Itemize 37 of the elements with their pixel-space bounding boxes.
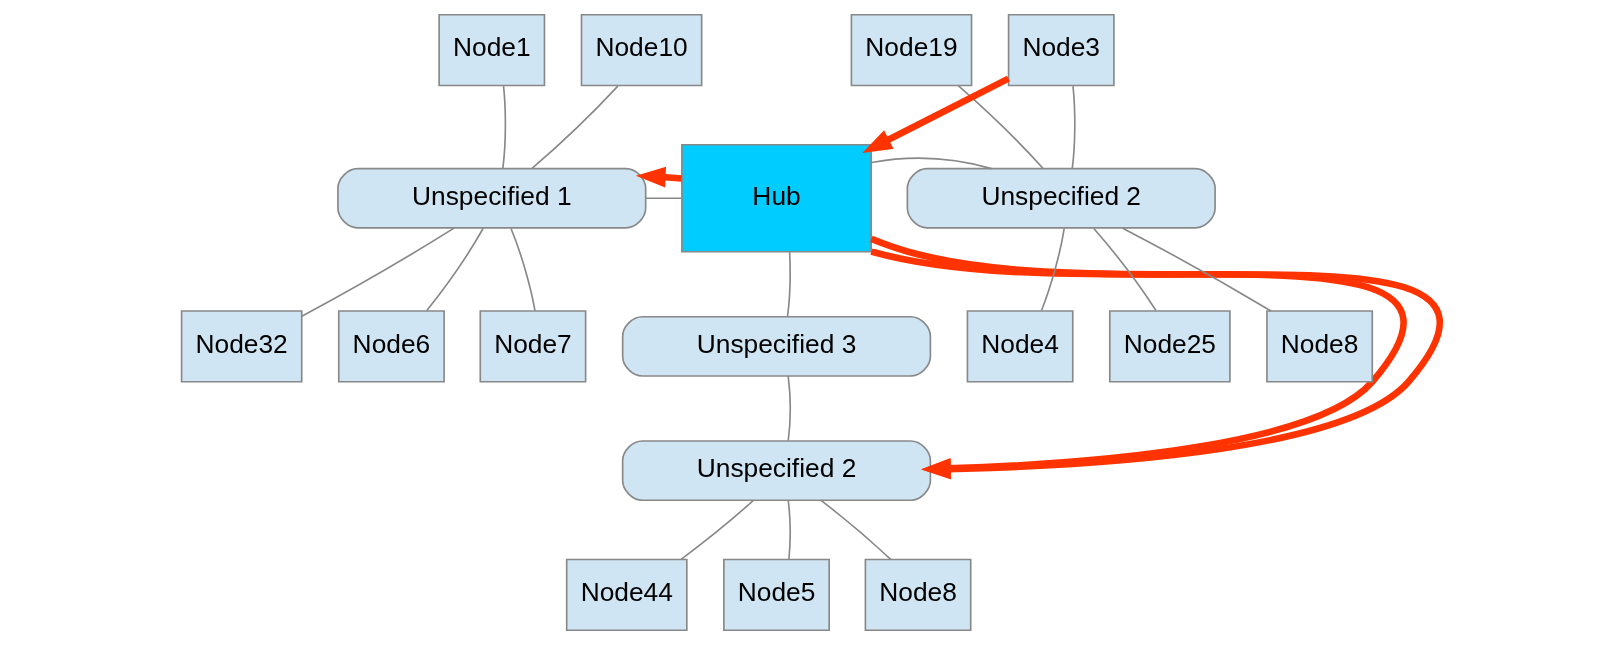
arrow <box>635 166 682 188</box>
node-box: Hub <box>680 143 872 253</box>
connector <box>644 197 682 200</box>
connector <box>786 375 791 442</box>
node-box: Node8 <box>864 558 972 632</box>
connector <box>1092 227 1157 312</box>
connector <box>509 227 536 312</box>
connector <box>300 227 455 318</box>
node-box: Node8 <box>1265 310 1373 383</box>
node-box: Node1 <box>437 13 545 87</box>
connector <box>819 499 891 561</box>
node-box: Unspecified 3 <box>621 315 931 377</box>
arrow <box>861 75 1010 153</box>
connector <box>870 157 992 170</box>
connector <box>425 227 484 312</box>
node-box: Node3 <box>1007 13 1115 87</box>
node-box: Unspecified 2 <box>906 167 1216 229</box>
node-box: Unspecified 2 <box>621 440 931 502</box>
connector <box>501 85 506 170</box>
node-box: Node25 <box>1108 310 1231 383</box>
node-box: Node4 <box>966 310 1074 383</box>
node-box: Unspecified 1 <box>336 167 646 229</box>
node-box: Node6 <box>337 310 445 383</box>
connector <box>956 84 1044 170</box>
node-box: Node7 <box>478 310 586 383</box>
node-box: Node32 <box>180 310 303 383</box>
node-box: Node19 <box>850 13 972 87</box>
connector <box>530 85 619 170</box>
node-box: Node5 <box>722 558 830 632</box>
connector <box>1121 227 1272 312</box>
node-box: Node44 <box>565 558 688 632</box>
connector <box>1040 227 1065 312</box>
connector <box>786 251 791 318</box>
connector <box>786 499 791 561</box>
node-box: Node10 <box>580 13 702 87</box>
connector <box>679 499 754 561</box>
connector <box>1070 85 1076 170</box>
